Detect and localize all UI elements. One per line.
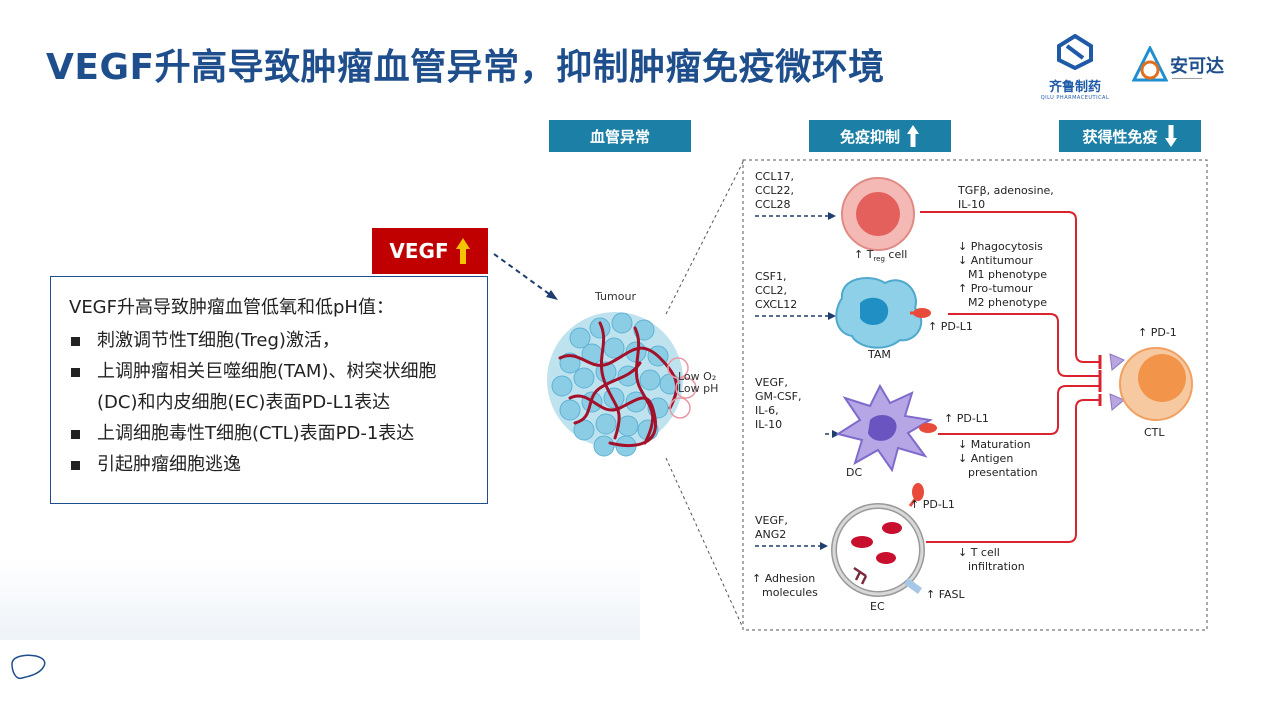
bullet-square-icon	[71, 461, 80, 470]
zoom-line-top	[665, 161, 744, 315]
dc-name: DC	[846, 466, 862, 479]
ec-name: EC	[870, 600, 885, 613]
immune-panel-border	[742, 159, 1208, 631]
arrow-down-icon	[1164, 125, 1177, 147]
arrow-up-icon	[907, 125, 919, 147]
ctl-nucleus	[1138, 354, 1186, 402]
akd-logo: 安可达 ━━━━━━━━━━	[1132, 46, 1242, 92]
vegf-up-arrow-icon	[455, 238, 470, 264]
dc-inhibition-line	[938, 385, 1100, 435]
ctl-group: ↑ PD-1 CTL	[1109, 326, 1193, 439]
header-immune-suppression-label: 免疫抑制	[839, 127, 900, 146]
qilu-logo: 齐鲁制药 QILU PHARMACEUTICAL	[1030, 33, 1120, 101]
citation: Fukumura D, et al. Nat Rev Clin Oncol. 2…	[138, 690, 408, 700]
ec-inhibition-line	[926, 399, 1100, 543]
ec-signals: VEGF, ANG2	[755, 514, 791, 541]
slide-title: VEGF升高导致肿瘤血管异常，抑制肿瘤免疫微环境	[46, 47, 885, 88]
ec-adhesion-label: ↑ Adhesion molecules	[752, 572, 819, 599]
ctl-pd1-label: ↑ PD-1	[1138, 326, 1177, 339]
ec-pdl1-label: ↑ PD-L1	[910, 498, 955, 511]
ec-group: VEGF, ANG2 EC ↑ PD-L1 ↑ Adhesion molecul…	[752, 483, 1025, 613]
hypoxic-region	[667, 357, 697, 419]
dc-effects: ↓ Maturation ↓ Antigen presentation	[958, 438, 1038, 479]
tam-pdl1-label: ↑ PD-L1	[928, 320, 973, 333]
summary-bullet-text: 上调肿瘤相关巨噬细胞(TAM)、树突状细胞(DC)和内皮细胞(EC)表面PD-L…	[97, 361, 437, 413]
ec-pdl1	[912, 483, 924, 501]
tam-group: CSF1, CCL2, CXCL12 TAM ↑ PD-L1 ↓ Phagocy…	[755, 240, 1050, 361]
akd-emblem-icon	[1132, 46, 1168, 82]
bullet-square-icon	[71, 368, 80, 377]
dc-pdl1	[919, 423, 937, 433]
tumour-label: Tumour	[594, 290, 636, 303]
summary-bullet-text: 刺激调节性T细胞(Treg)激活，	[97, 330, 340, 351]
summary-bullet: 刺激调节性T细胞(Treg)激活，	[69, 325, 473, 356]
vegf-to-tumour-arrow	[493, 253, 558, 300]
tumour-immune-diagram: Tumour Low O₂ Low pH CCL17, CCL22, CCL28…	[540, 158, 1210, 636]
low-ph-label: Low pH	[678, 382, 718, 395]
ec-rbc	[882, 522, 902, 534]
slogan: 等效优质 | 创领无限	[910, 670, 1204, 705]
diagram-canvas: Tumour Low O₂ Low pH CCL17, CCL22, CCL28…	[547, 159, 1208, 631]
treg-signals: CCL17, CCL22, CCL28	[755, 170, 797, 211]
summary-bullet-text: 上调细胞毒性T细胞(CTL)表面PD-1表达	[97, 423, 415, 444]
header-immune-suppression: 免疫抑制	[809, 120, 951, 152]
bullet-square-icon	[71, 337, 80, 346]
liver-icon	[11, 654, 46, 680]
header-vascular-label: 血管异常	[589, 127, 650, 146]
ec-rbc	[851, 536, 873, 548]
vegf-tag: VEGF	[372, 228, 488, 274]
summary-bullet: 上调肿瘤相关巨噬细胞(TAM)、树突状细胞(DC)和内皮细胞(EC)表面PD-L…	[69, 356, 473, 418]
summary-textbox: VEGF升高导致肿瘤血管低氧和低pH值： 刺激调节性T细胞(Treg)激活， 上…	[50, 276, 488, 504]
ctl-pd1-receptor	[1109, 353, 1125, 371]
tam-name: TAM	[867, 348, 891, 361]
treg-name: ↑ Treg cell	[854, 248, 907, 263]
dc-pdl1-label: ↑ PD-L1	[944, 412, 989, 425]
header-vascular: 血管异常	[549, 120, 691, 152]
abnormal-vessels	[558, 321, 679, 447]
treg-inhibition-line	[920, 211, 1100, 363]
tumour-cluster: Tumour Low O₂ Low pH	[547, 290, 718, 457]
akd-logo-name: 安可达	[1170, 56, 1224, 77]
ctl-name: CTL	[1144, 426, 1165, 439]
summary-bullet: 引起肿瘤细胞逃逸	[69, 449, 473, 480]
zoom-line-bottom	[665, 457, 744, 629]
qilu-logo-name: 齐鲁制药	[1048, 80, 1101, 95]
treg-nucleus	[856, 192, 900, 236]
qilu-logo-sub: QILU PHARMACEUTICAL	[1040, 95, 1110, 101]
ec-adhesion-molecule	[853, 566, 868, 585]
ec-effects: ↓ T cell infiltration	[958, 546, 1025, 573]
background-fade	[0, 560, 640, 640]
dc-group: VEGF, GM-CSF, IL-6, IL-10 DC ↑ PD-L1 ↓ M…	[755, 376, 1038, 479]
akd-logo-sub: ━━━━━━━━━━	[1172, 76, 1203, 82]
bullet-square-icon	[71, 430, 80, 439]
ctl-pd1-receptor	[1109, 393, 1125, 411]
summary-bullet-text: 引起肿瘤细胞逃逸	[97, 454, 241, 475]
summary-bullet: 上调细胞毒性T细胞(CTL)表面PD-1表达	[69, 418, 473, 449]
header-acquired-immunity-label: 获得性免疫	[1082, 127, 1158, 146]
qilu-emblem-icon	[1057, 33, 1093, 71]
ec-fasl-label: ↑ FASL	[926, 588, 966, 601]
footer-liver-badge	[0, 640, 1280, 720]
tam-pdl1	[913, 308, 931, 318]
summary-intro: VEGF升高导致肿瘤血管低氧和低pH值：	[69, 297, 394, 318]
summary-bullet-list: 刺激调节性T细胞(Treg)激活， 上调肿瘤相关巨噬细胞(TAM)、树突状细胞(…	[69, 325, 473, 480]
ec-fasl	[904, 578, 922, 594]
tam-nucleus	[860, 297, 889, 325]
tam-signals: CSF1, CCL2, CXCL12	[755, 270, 797, 311]
inhibition-lines	[920, 211, 1100, 543]
header-acquired-immunity: 获得性免疫	[1059, 120, 1201, 152]
low-o2-label: Low O₂	[678, 370, 716, 383]
dc-signals: VEGF, GM-CSF, IL-6, IL-10	[755, 376, 805, 431]
vegf-tag-label: VEGF	[389, 239, 449, 263]
treg-effects: TGFβ, adenosine, IL-10	[957, 184, 1057, 211]
treg-group: CCL17, CCL22, CCL28 ↑ Treg cell TGFβ, ad…	[755, 170, 1057, 263]
ec-rbc	[876, 552, 896, 564]
tam-inhibition-line	[948, 313, 1100, 377]
tam-effects: ↓ Phagocytosis ↓ Antitumour M1 phenotype…	[958, 240, 1050, 309]
dc-nucleus	[868, 415, 897, 441]
